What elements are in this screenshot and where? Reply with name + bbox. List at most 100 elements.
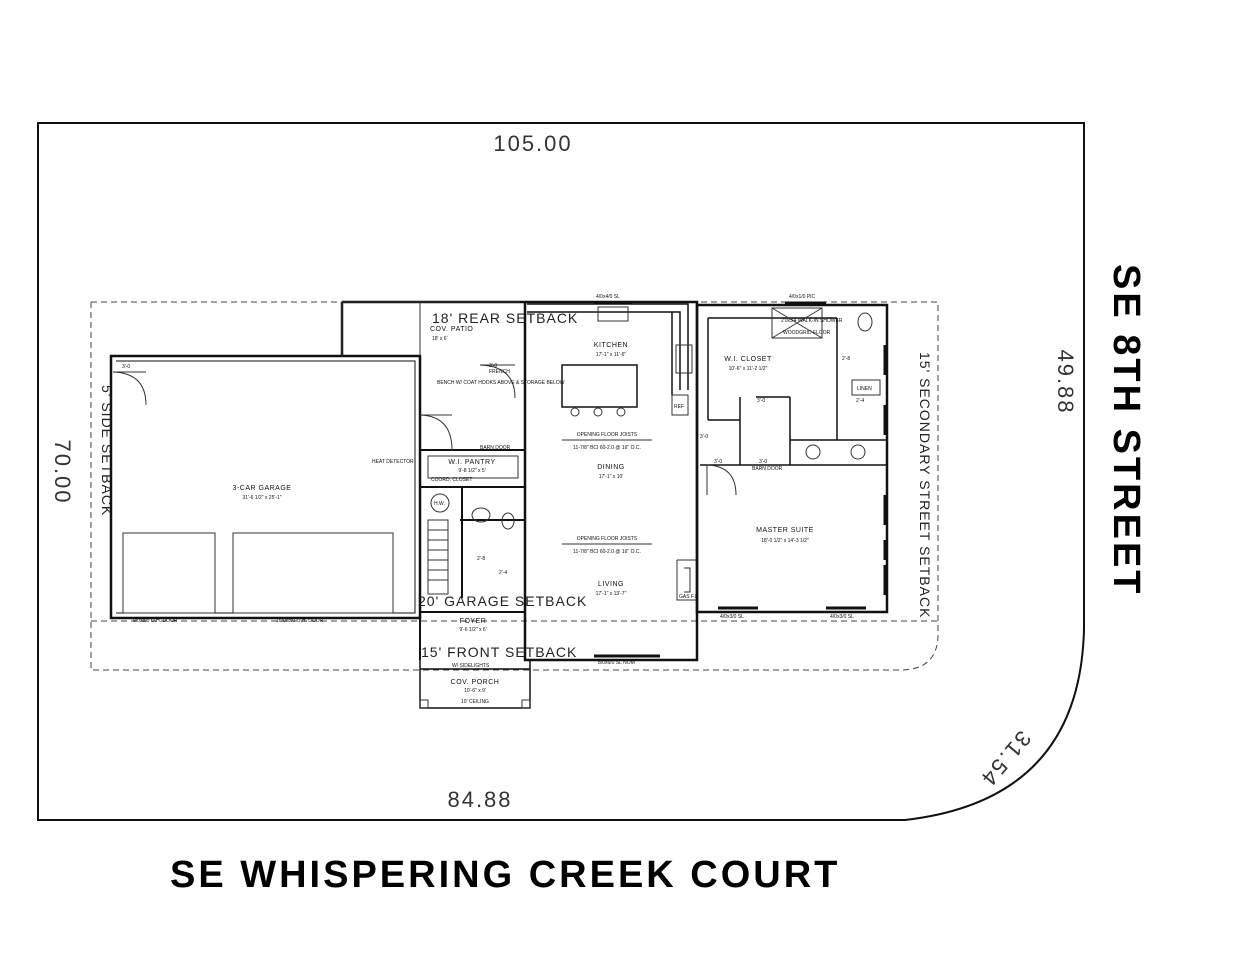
vanity-sink-2 [850,444,866,460]
door-2-8-left: 2'-8 [477,556,485,562]
master-door-swing [706,464,737,496]
fireplace [676,559,697,601]
stool-2 [593,407,603,417]
front-wall [523,612,699,662]
linen-label: LINEN [857,386,872,392]
stair-treads [428,529,448,581]
door-2-4-left: 2'-4 [499,570,507,576]
dim-front: 84.88 [447,787,512,812]
setback-outline [90,301,939,671]
opening-label-1: OPENING FLOOR JOISTS [577,432,638,438]
stool-1 [570,407,580,417]
porch-post-right [521,699,531,709]
heat-detector-label: HEAT DETECTOR [372,459,414,465]
dim-left: 70.00 [50,439,75,504]
living-sl-label: 8/0x6/0 SL NOM [598,660,635,666]
front-sl2-label: 4/0x3/0 SL [830,614,854,620]
front-setback-label: 15' FRONT SETBACK [421,644,577,660]
door-2-8-right: 2'-8 [842,356,850,362]
dim-rear: 105.00 [493,131,572,156]
joists-label-1: 11-7/8" BCI 60-2.0 @ 16" O.C. [573,445,641,451]
shower-x [771,307,823,339]
garage-door2-label: 16/0x8/0 O.H. DOOR [276,618,324,624]
cov-porch-name: COV. PORCH [451,679,500,686]
vanity-sink-1 [805,444,821,460]
dim-corner: 31.54 [975,726,1036,792]
door-3-0-closet: 3'-0 [757,398,765,404]
cov-patio-name: COV. PATIO [430,326,473,333]
master-toilet [857,312,873,332]
living-name: LIVING [598,581,624,588]
pantry-size: 9'-8 1/2" x 5' [458,468,485,474]
french-label: FRENCH [489,369,510,375]
rear-pic-label: 4/0x1/0 PIC [789,294,816,300]
joists-label-2: 11-7/8" BCI 60-2.0 @ 16" O.C. [573,549,641,555]
french-3-0: 3'-0 [489,363,497,369]
living-size: 17'-1" x 13'-7" [596,591,627,597]
kitchen-size: 17'-1" x 11'-6" [596,352,627,358]
foyer-name: FOYER [460,618,487,625]
kitchen-cabinets [527,303,689,395]
dining-name: DINING [597,464,625,471]
master-name: MASTER SUITE [756,527,814,534]
powder-sink [471,507,491,523]
porch-post-left [419,699,429,709]
ref-label: REF [674,404,684,410]
powder-toilet [501,512,515,530]
range [675,344,693,374]
water-heater [430,493,450,513]
cov-patio-outline [341,301,520,357]
shower [771,307,823,339]
mudroom-door-swing [419,414,453,451]
master-size: 18'-0 1/2" x 14'-3 1/2" [761,538,809,544]
master-wing-walls [695,303,889,614]
stool-3 [616,407,626,417]
shower-label: 2'0x3'4 WALK-IN SHOWER [781,318,843,324]
garage-name: 3-CAR GARAGE [233,485,292,492]
door-3-0-master-1: 3'-0 [714,459,722,465]
cov-patio-size: 18' x 6' [432,336,448,342]
garage-door-left [122,532,216,614]
dim-right: 49.88 [1053,349,1078,414]
ref [671,394,689,416]
door-3-0-master-2: 3'-0 [759,459,767,465]
door-2-4-right: 2'-4 [856,398,864,404]
mudroom-walls [419,356,525,660]
garage-door-right [232,532,394,614]
closet-size: 10'-6" x 11'-2 1/2" [729,366,768,372]
garage-size: 31'-6 1/2" x 25'-1" [242,495,281,501]
lot-boundary [37,122,1085,821]
front-street-name: SE WHISPERING CREEK COURT [170,854,840,896]
front-sl1-label: 4/0x3/0 SL [720,614,744,620]
barn-door-label-1: BARN DOOR [480,445,511,451]
cov-porch-size: 10'-6" x 9' [464,688,486,694]
main-house-walls [340,300,699,612]
gas-fp-label: GAS F.P. [679,594,699,600]
garage-setback-label: 20' GARAGE SETBACK [418,593,587,609]
closet-name: W.I. CLOSET [724,356,772,363]
side-setback-label: 5' SIDE SETBACK [99,385,115,516]
foyer-size: 9'-6 1/2" x 6' [459,627,486,633]
pantry-shelves [427,455,519,479]
side-street-name: SE 8TH STREET [1105,264,1147,597]
stair [427,519,449,595]
rear-slider-label: 4/0x4/0 SL [596,294,620,300]
kitchen-island [561,364,638,408]
garage-door1-label: 9/0x8/0 O.H. DOOR [133,618,178,624]
sink [597,306,629,322]
bench-label: BENCH W/ COAT HOOKS ABOVE & STORAGE BELO… [437,380,565,386]
garage-entry-swing [112,371,147,406]
sidelights-label: W/ SIDELIGHTS [452,663,490,669]
secondary-setback-label: 15' SECONDARY STREET SETBACK [917,352,933,618]
garage-door-3-0: 3'-0 [122,364,130,370]
rear-setback-label: 18' REAR SETBACK [432,310,578,326]
opening-label-2: OPENING FLOOR JOISTS [577,536,638,542]
porch-walls [419,612,531,709]
french-door-swing [479,364,516,399]
door-3-0-hall: 3'-0 [700,434,708,440]
dining-size: 17'-1" x 10' [599,474,624,480]
cov-porch-note: 10' CEILING [461,699,489,705]
linen-closet [851,379,881,396]
coord-closet-label: COORD. CLOSET [431,477,472,483]
